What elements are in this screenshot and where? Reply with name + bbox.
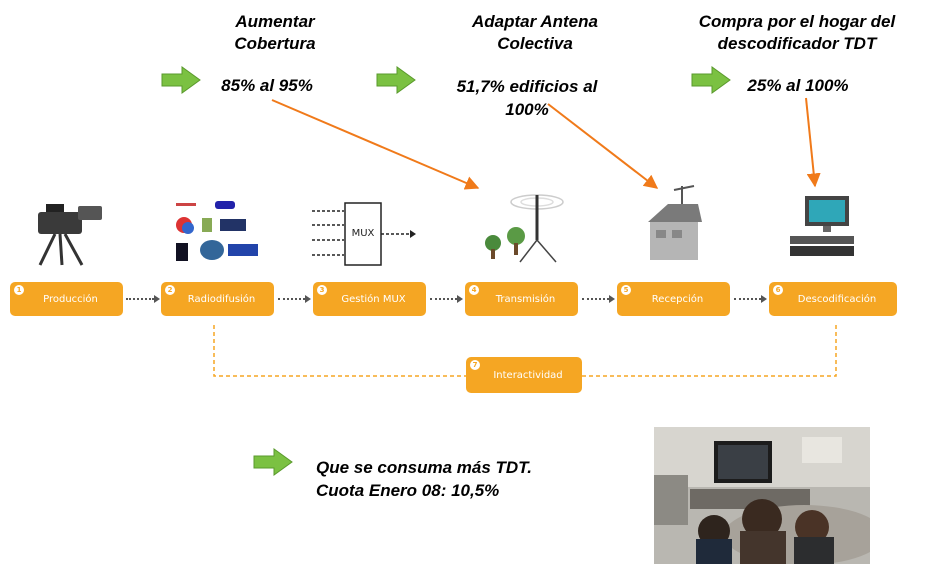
house-icon: [648, 185, 702, 260]
green-arrow-icon: [253, 448, 293, 476]
stage-number: 3: [317, 285, 327, 295]
stage-transmision: 4 Transmisión: [465, 282, 578, 316]
stage-gestion-mux: 3 Gestión MUX: [313, 282, 426, 316]
bottom-text-line1: Que se consuma más TDT.: [316, 458, 533, 477]
stage-radiodifusion: 2 Radiodifusión: [161, 282, 274, 316]
green-arrow-icon: [376, 66, 416, 94]
goal-3-title-line1: Compra por el hogar del: [698, 12, 896, 31]
stage-produccion: 1 Producción: [10, 282, 123, 316]
mux-label: MUX: [351, 228, 375, 239]
bottom-text-line2: Cuota Enero 08: 10,5%: [316, 481, 500, 500]
stage-descodificacion: 6 Descodificación: [769, 282, 897, 316]
stage-label: Transmisión: [495, 293, 556, 305]
flow-connector: [582, 295, 615, 303]
stage-label: Interactividad: [493, 369, 563, 381]
goal-2-value-line2: 100%: [505, 100, 549, 119]
mux-icon: [312, 202, 416, 266]
family-watching-tv-photo: [654, 427, 870, 564]
stage-recepcion: 5 Recepción: [617, 282, 730, 316]
green-arrow-icon: [161, 66, 201, 94]
stage-number: 1: [14, 285, 24, 295]
goal-2-value-line1: 51,7% edificios al: [456, 77, 598, 96]
stage-interactividad: 7 Interactividad: [466, 357, 582, 393]
stage-number: 2: [165, 285, 175, 295]
goal-3-title-line2: descodificador TDT: [717, 34, 877, 53]
stage-label: Radiodifusión: [187, 293, 256, 305]
flow-connector: [430, 295, 463, 303]
stage-number: 4: [469, 285, 479, 295]
goal-3-value: 25% al 100%: [747, 76, 849, 95]
stage-number: 7: [470, 360, 480, 370]
broadcaster-logos-icon: [176, 201, 258, 261]
flow-connector: [126, 295, 160, 303]
goal-2-title-line2: Colectiva: [497, 34, 573, 53]
tv-decoder-icon: [790, 196, 854, 256]
stage-label: Producción: [43, 293, 98, 305]
stage-number: 5: [621, 285, 631, 295]
stage-number: 6: [773, 285, 783, 295]
goal-2-title-line1: Adaptar Antena: [472, 12, 598, 31]
stage-label: Recepción: [651, 293, 704, 305]
flow-connector: [734, 295, 767, 303]
antenna-icon: [485, 194, 564, 263]
goal-1-title-line2: Cobertura: [234, 34, 316, 53]
stage-label: Gestión MUX: [341, 293, 406, 305]
stage-label: Descodificación: [797, 293, 877, 305]
flow-connector: [278, 295, 311, 303]
green-arrow-icon: [691, 66, 731, 94]
goal-1-title-line1: Aumentar: [235, 12, 315, 31]
camera-icon: [38, 204, 102, 266]
goal-1-value: 85% al 95%: [221, 76, 313, 95]
